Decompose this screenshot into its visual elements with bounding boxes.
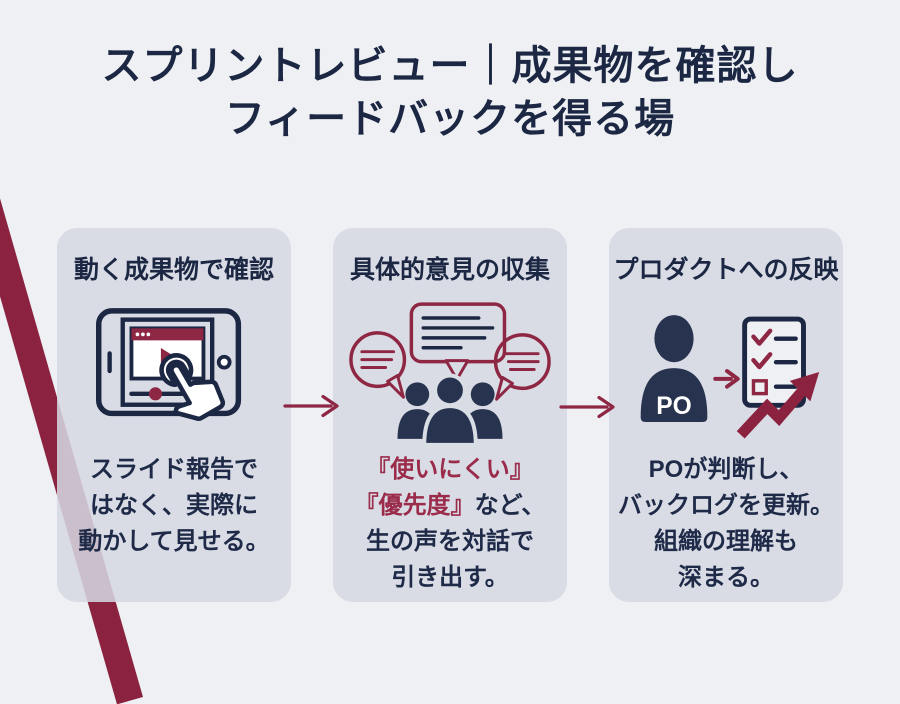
page-title: スプリントレビュー｜成果物を確認し フィードバックを得る場 [0,40,900,146]
hand-cursor-icon [159,353,226,422]
card-body-text: POが判断し、 バックログを更新。 組織の理解も 深まる。 [609,452,843,596]
body-line: 引き出す。 [391,564,509,591]
quote-2-tail: など、 [474,492,546,519]
po-checklist-growth-icon: PO [609,294,843,450]
speech-bubbles-people-icon [333,294,567,450]
quote-2-red: 『優先度』 [354,492,475,519]
body-line: 動かして見せる。 [78,528,270,555]
card-heading: 動く成果物で確認 [73,256,274,284]
speech-bubbles-people-svg [349,301,551,447]
body-line: バックログを更新。 [618,492,834,519]
flow-arrow-icon [559,395,615,419]
body-line: 生の声を対話で [366,528,534,555]
flow-arrow-icon [283,394,339,418]
body-line: POが判断し、 [648,456,804,483]
tablet-video-hand-icon [57,294,291,450]
title-line-1: スプリントレビュー｜成果物を確認し [101,44,799,88]
po-label: PO [656,393,691,420]
tablet-video-hand-svg [96,308,242,422]
title-line-2: フィードバックを得る場 [224,97,676,142]
card-body-text: 『使いにくい』 『優先度』など、 生の声を対話で 引き出す。 [333,452,567,596]
cards-row: 動く成果物で確認 スライド報告で はなく、実 [57,228,843,602]
card-body-text: スライド報告で はなく、実際に 動かして見せる。 [57,452,291,560]
body-line: 組織の理解も [654,528,798,555]
body-line: 深まる。 [678,564,774,591]
card-product-reflection: プロダクトへの反映 PO [609,228,843,602]
body-line: スライド報告で [90,456,258,483]
body-line-quote-1: 『使いにくい』 [366,456,534,483]
card-heading: プロダクトへの反映 [613,256,839,284]
card-feedback-collection: 具体的意見の収集 [333,228,567,602]
card-heading: 具体的意見の収集 [349,256,550,284]
card-working-demo: 動く成果物で確認 スライド報告で はなく、実 [57,228,291,602]
body-line: はなく、実際に [90,492,258,519]
people-silhouettes [397,372,503,447]
body-line-quote-2: 『優先度』など、 [333,488,567,524]
po-checklist-growth-svg: PO [640,315,820,439]
